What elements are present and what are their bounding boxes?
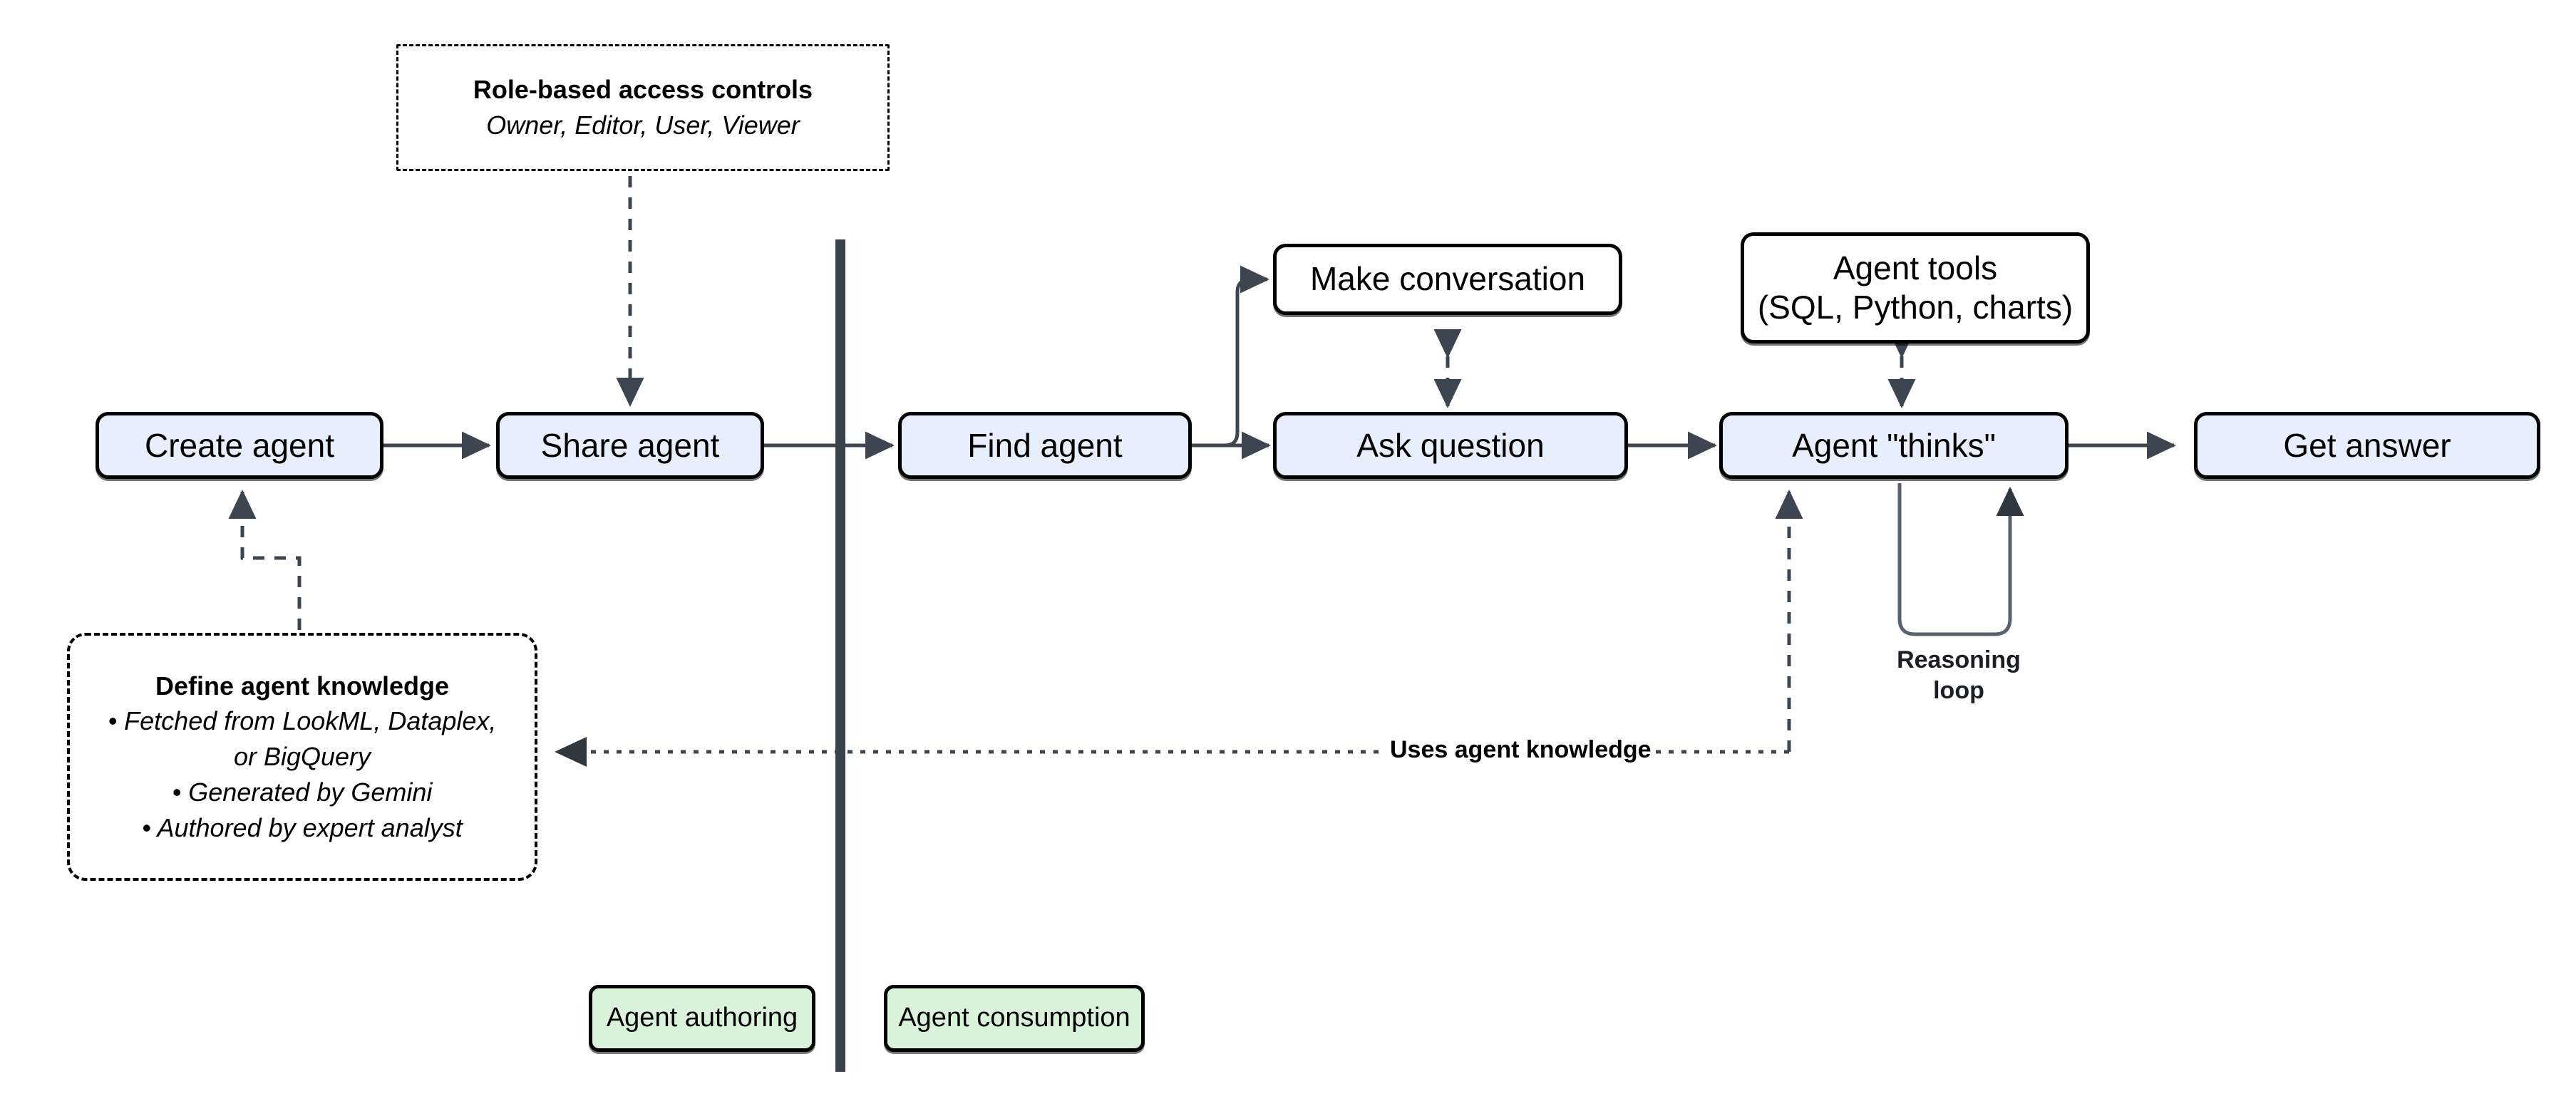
reasoning-loop-line1: Reasoning	[1897, 646, 2021, 673]
node-create-agent[interactable]: Create agent	[96, 412, 383, 479]
node-get-answer[interactable]: Get answer	[2194, 412, 2540, 479]
node-ask-question-label: Ask question	[1356, 426, 1545, 464]
node-agent-thinks-label: Agent "thinks"	[1792, 426, 1996, 464]
legend-agent-consumption-label: Agent consumption	[898, 1003, 1130, 1033]
node-create-agent-label: Create agent	[145, 426, 334, 464]
node-agent-tools[interactable]: Agent tools (SQL, Python, charts)	[1741, 232, 2090, 343]
node-agent-thinks[interactable]: Agent "thinks"	[1719, 412, 2068, 479]
legend-agent-consumption[interactable]: Agent consumption	[884, 985, 1145, 1052]
note-knowledge-bullet: or BigQuery	[233, 742, 371, 772]
edge-label-reasoning-loop: Reasoning loop	[1880, 645, 2037, 706]
note-knowledge-bullet: • Authored by expert analyst	[142, 812, 463, 842]
node-agent-tools-line2: (SQL, Python, charts)	[1757, 289, 2073, 326]
edge-label-uses-agent-knowledge: Uses agent knowledge	[1386, 736, 1656, 764]
note-role-based-access-controls: Role-based access controls Owner, Editor…	[396, 44, 890, 171]
edge-knowledge-to-create	[228, 489, 302, 630]
edge-uses-agent-knowledge	[554, 489, 1803, 767]
node-get-answer-label: Get answer	[2283, 426, 2451, 464]
legend-agent-authoring[interactable]: Agent authoring	[589, 985, 815, 1052]
section-divider	[835, 239, 845, 1072]
note-knowledge-bullet: • Fetched from LookML, Dataplex,	[108, 706, 497, 736]
edge-reasoning-loop	[1897, 483, 2024, 636]
node-agent-tools-line1: Agent tools	[1833, 249, 1998, 286]
node-share-agent-label: Share agent	[540, 426, 720, 464]
note-knowledge-title: Define agent knowledge	[155, 671, 450, 701]
note-knowledge-bullets: • Fetched from LookML, Dataplex, or BigQ…	[108, 703, 497, 845]
note-knowledge-bullet: • Generated by Gemini	[172, 777, 433, 807]
node-find-agent-label: Find agent	[967, 426, 1123, 464]
note-rbac-title: Role-based access controls	[473, 75, 813, 105]
node-share-agent[interactable]: Share agent	[496, 412, 764, 479]
note-rbac-subtitle: Owner, Editor, User, Viewer	[486, 110, 800, 140]
node-make-conversation-label: Make conversation	[1309, 260, 1586, 298]
edge-find-to-makeconversation	[1192, 265, 1270, 448]
node-make-conversation[interactable]: Make conversation	[1273, 244, 1622, 315]
reasoning-loop-line2: loop	[1933, 676, 1984, 704]
note-define-agent-knowledge: Define agent knowledge • Fetched from Lo…	[67, 633, 537, 881]
node-find-agent[interactable]: Find agent	[898, 412, 1192, 479]
node-ask-question[interactable]: Ask question	[1273, 412, 1628, 479]
legend-agent-authoring-label: Agent authoring	[606, 1003, 798, 1033]
